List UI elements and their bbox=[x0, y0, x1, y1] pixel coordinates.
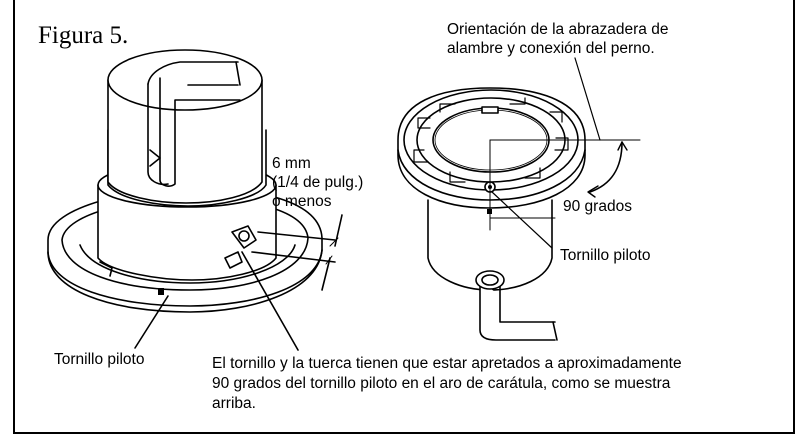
right-fixture-drawing bbox=[397, 57, 641, 341]
orientation-label-line-2: alambre y conexión del perno. bbox=[447, 40, 655, 57]
pilot-screw-label-left: Tornillo piloto bbox=[54, 351, 145, 368]
pilot-screw-label-right: Tornillo piloto bbox=[560, 247, 651, 264]
orientation-label-line-1: Orientación de la abrazadera de bbox=[447, 21, 669, 38]
left-fixture-drawing bbox=[47, 49, 343, 351]
figure-frame bbox=[13, 0, 795, 434]
gap-label-line-3: o menos bbox=[272, 193, 332, 210]
note-line-1: El tornillo y la tuerca tienen que estar… bbox=[212, 355, 682, 372]
gap-label-line-2: (1/4 de pulg.) bbox=[272, 174, 364, 191]
degrees-label: 90 grados bbox=[563, 198, 632, 215]
note-line-3: arriba. bbox=[212, 395, 256, 412]
note-line-2: 90 grados del tornillo piloto en el aro … bbox=[212, 375, 671, 392]
figure-title: Figura 5. bbox=[38, 22, 129, 49]
gap-label-line-1: 6 mm bbox=[272, 155, 311, 172]
